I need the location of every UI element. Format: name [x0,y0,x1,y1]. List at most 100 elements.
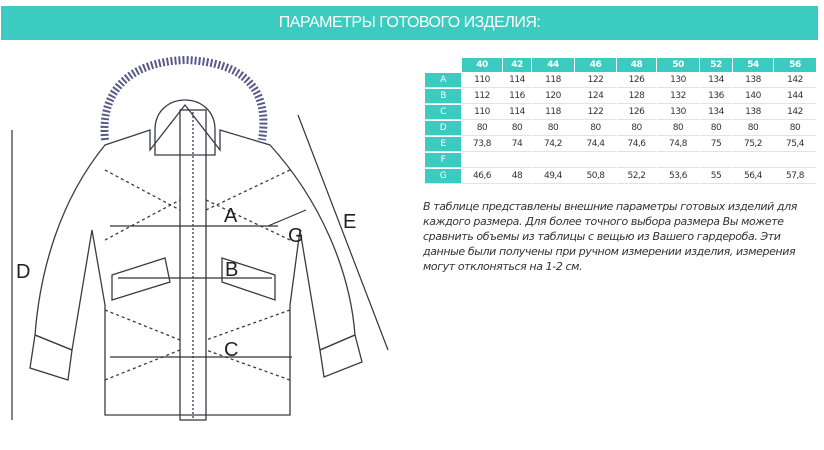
table-cell: 80 [462,121,502,136]
table-cell: 75,2 [733,137,773,152]
table-cell: 49,4 [532,169,574,184]
size-header: 48 [617,58,656,72]
fur-hood-icon [100,55,268,156]
table-cell: 80 [532,121,574,136]
table-cell: 132 [657,89,699,104]
row-label: A [425,73,461,88]
label-g: G [288,225,304,247]
table-cell: 53,6 [657,169,699,184]
row-label: G [425,169,461,184]
table-cell: 140 [733,89,773,104]
zipper-placket [179,109,207,421]
table-cell: 73,8 [462,137,502,152]
table-cell: 80 [617,121,656,136]
table-cell: 110 [462,73,502,88]
table-cell: 80 [503,121,531,136]
table-cell: 124 [575,89,616,104]
size-header: 42 [503,58,531,72]
table-cell: 74,2 [532,137,574,152]
table-cell: 110 [462,105,502,120]
table-cell: 130 [657,73,699,88]
table-cell: 80 [774,121,816,136]
table-cell: 80 [733,121,773,136]
table-cell [733,153,773,168]
table-cell: 116 [503,89,531,104]
table-cell: 122 [575,73,616,88]
label-e: E [343,211,356,233]
size-header: 40 [462,58,502,72]
size-header: 50 [657,58,699,72]
table-cell: 138 [733,105,773,120]
row-label: F [425,153,461,168]
table-cell: 114 [503,73,531,88]
table-cell: 126 [617,73,656,88]
size-note: В таблице представлены внешние параметры… [423,200,797,273]
label-d: D [16,261,30,283]
table-cell: 126 [617,105,656,120]
size-header: 54 [733,58,773,72]
row-label: D [425,121,461,136]
row-label: E [425,137,461,152]
label-b: B [225,259,238,281]
table-cell: 142 [774,105,816,120]
table-cell: 56,4 [733,169,773,184]
table-cell: 57,8 [774,169,816,184]
table-cell: 48 [503,169,531,184]
table-cell: 75,4 [774,137,816,152]
corner-cell [425,58,461,72]
table-cell: 136 [700,89,732,104]
table-cell: 118 [532,105,574,120]
label-c: C [224,339,238,361]
jacket-diagram: A B C D E G [11,55,389,421]
table-cell: 74,4 [575,137,616,152]
table-cell [532,153,574,168]
table-cell: 138 [733,73,773,88]
table-cell [617,153,656,168]
table-cell: 122 [575,105,616,120]
label-a: A [224,205,238,227]
table-cell: 46,6 [462,169,502,184]
table-cell: 74 [503,137,531,152]
size-header: 52 [700,58,732,72]
size-header: 44 [532,58,574,72]
table-cell [575,153,616,168]
table-cell: 112 [462,89,502,104]
table-cell: 128 [617,89,656,104]
table-cell [657,153,699,168]
table-row: F [425,153,816,168]
table-cell: 144 [774,89,816,104]
table-cell: 74,6 [617,137,656,152]
table-cell: 142 [774,73,816,88]
size-header: 56 [774,58,816,72]
table-cell: 120 [532,89,574,104]
table-cell: 75 [700,137,732,152]
row-label: C [425,105,461,120]
table-cell: 114 [503,105,531,120]
table-cell: 50,8 [575,169,616,184]
table-cell: 52,2 [617,169,656,184]
row-label: B [425,89,461,104]
table-cell [503,153,531,168]
table-cell: 134 [700,73,732,88]
table-cell: 80 [700,121,732,136]
size-header: 46 [575,58,616,72]
table-cell [774,153,816,168]
table-cell: 134 [700,105,732,120]
table-cell: 80 [657,121,699,136]
jacket-body [34,103,356,416]
table-cell: 118 [532,73,574,88]
table-cell: 80 [575,121,616,136]
table-cell: 74,8 [657,137,699,152]
table-cell: 55 [700,169,732,184]
table-cell [700,153,732,168]
table-cell: 130 [657,105,699,120]
page-title: ПАРАМЕТРЫ ГОТОВОГО ИЗДЕЛИЯ: [1,6,818,40]
table-cell [462,153,502,168]
